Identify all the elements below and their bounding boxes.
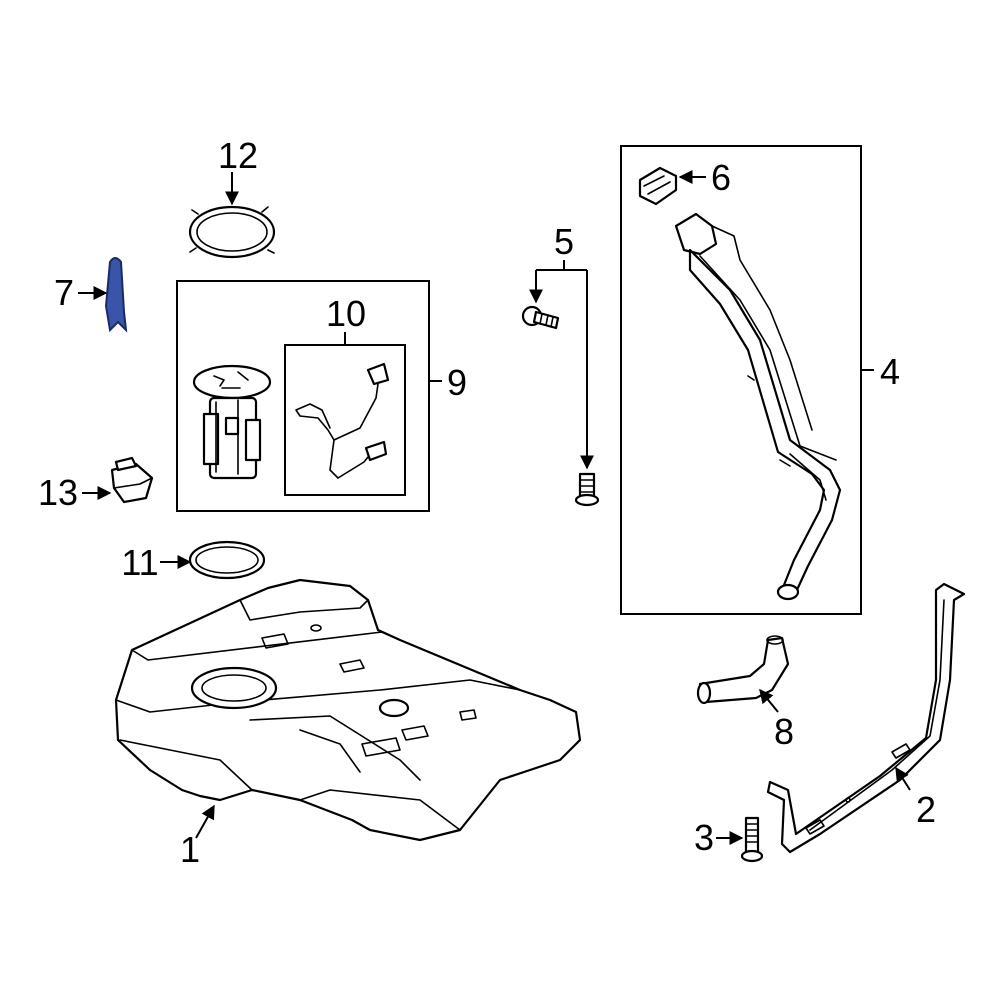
callout-12: 12 <box>218 135 258 176</box>
part-8-vent-hose[interactable] <box>696 635 790 705</box>
part-10-group-box <box>284 344 406 496</box>
part-9-fuel-pump[interactable] <box>192 364 272 480</box>
part-4-filler-pipe[interactable] <box>674 212 842 601</box>
callout-3: 3 <box>694 817 714 858</box>
callout-8: 8 <box>774 711 794 752</box>
part-12-lock-ring[interactable] <box>188 205 276 259</box>
part-4-group-box <box>620 145 862 615</box>
part-10-level-sender[interactable] <box>295 362 390 479</box>
part-13-connector[interactable] <box>110 456 154 504</box>
part-3-strap-bolt[interactable] <box>740 816 764 863</box>
leader-8 <box>759 688 779 713</box>
callout-11: 11 <box>121 542 158 583</box>
part-5-bolt-upper[interactable] <box>521 305 560 330</box>
callout-6: 6 <box>711 157 731 198</box>
callout-4: 4 <box>880 351 900 392</box>
part-9-group-box <box>176 280 430 512</box>
part-2-tank-strap[interactable] <box>766 582 966 854</box>
leader-2 <box>895 766 911 791</box>
part-5-bolt-lower[interactable] <box>574 472 600 507</box>
callout-13: 13 <box>38 472 78 513</box>
callout-7: 7 <box>54 272 74 313</box>
part-6-filler-cap[interactable] <box>638 166 678 206</box>
callout-10: 10 <box>326 293 366 334</box>
leader-1 <box>195 804 215 839</box>
part-7-heat-shield[interactable] <box>104 257 128 333</box>
callout-2: 2 <box>916 789 936 830</box>
part-11-seal[interactable] <box>188 540 266 580</box>
callout-5: 5 <box>554 221 574 262</box>
leader-5-bar <box>536 260 587 271</box>
callout-1: 1 <box>180 829 200 870</box>
part-1-fuel-tank[interactable] <box>114 578 582 842</box>
callout-9: 9 <box>447 362 467 403</box>
